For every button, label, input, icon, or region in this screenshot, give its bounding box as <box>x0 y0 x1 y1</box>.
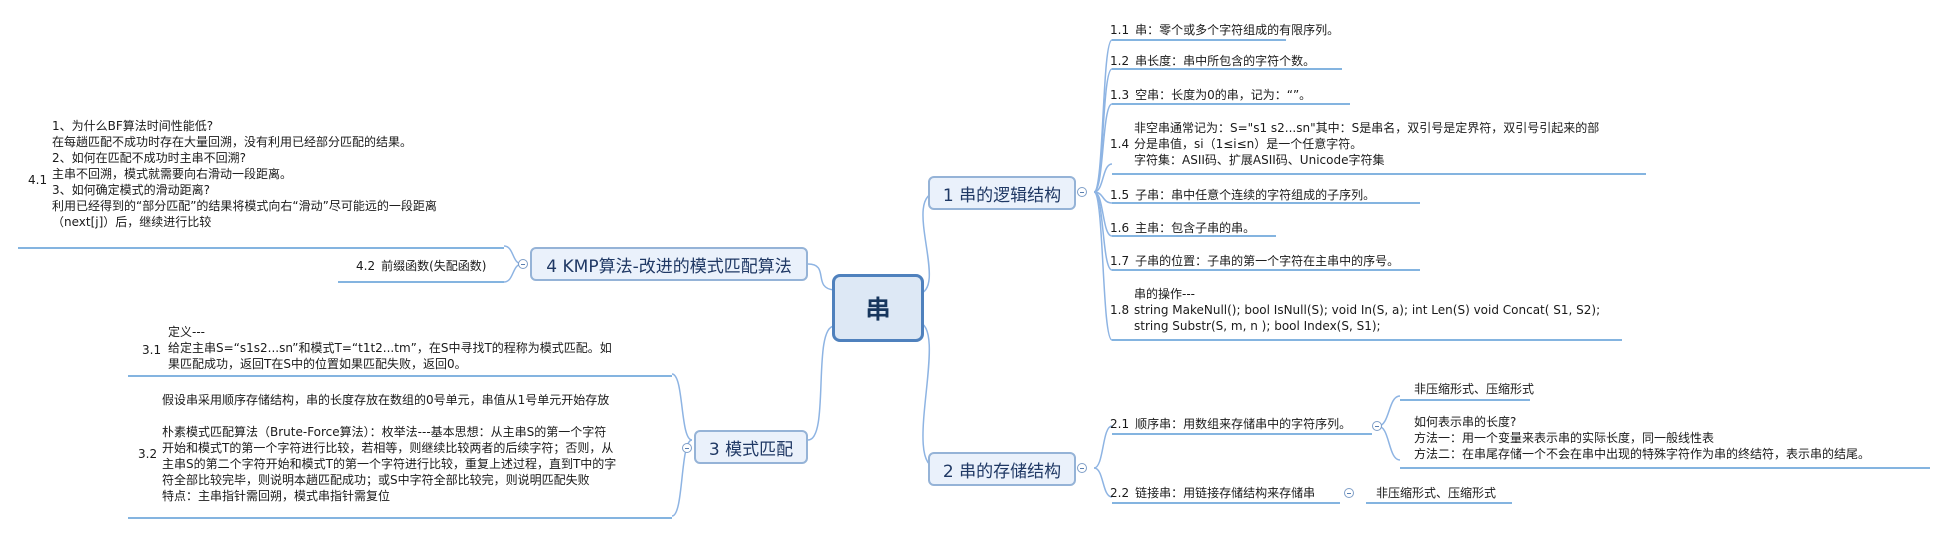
item-text: 子串：串中任意个连续的字符组成的子序列。 <box>1135 188 1376 202</box>
item-number: 2.2 <box>1110 486 1130 500</box>
text-line: 在每趟匹配不成功时存在大量回溯，没有利用已经部分匹配的结果。 <box>52 135 413 149</box>
leaf-1-2[interactable]: 1.2 串长度：串中所包含的字符个数。 <box>1110 53 1315 69</box>
text-line: string Substr(S, m, n ); bool Index(S, S… <box>1134 319 1381 333</box>
branch-title: 3 模式匹配 <box>708 439 794 460</box>
text-line: （next[j]）后，继续进行比较 <box>52 215 212 229</box>
item-number: 1.6 <box>1110 221 1130 235</box>
text-line: 分是串值，si（1≤i≤n）是一个任意字符。 <box>1134 137 1363 151</box>
leaf-4-1[interactable]: 1、为什么BF算法时间性能低? 在每趟匹配不成功时存在大量回溯，没有利用已经部分… <box>52 118 437 230</box>
branch-storage-structure[interactable]: 2 串的存储结构 <box>928 452 1076 486</box>
collapse-toggle-icon[interactable] <box>682 443 692 453</box>
text-line: 串的操作--- <box>1134 287 1195 301</box>
item-number: 4.2 <box>356 259 376 273</box>
item-number: 1.1 <box>1110 23 1130 37</box>
item-text: 前缀函数(失配函数) <box>381 259 487 273</box>
collapse-toggle-icon[interactable] <box>1077 187 1087 197</box>
item-number: 1.7 <box>1110 254 1130 268</box>
text-line: 如何表示串的长度? <box>1414 415 1517 429</box>
text-line: 果匹配成功，返回T在S中的位置如果匹配失败，返回0。 <box>168 357 467 371</box>
branch-logical-structure[interactable]: 1 串的逻辑结构 <box>928 176 1076 210</box>
text-line <box>162 408 616 424</box>
text-line: 2、如何在匹配不成功时主串不回溯? <box>52 151 247 165</box>
item-text: 子串的位置：子串的第一个字符在主串中的序号。 <box>1135 254 1400 268</box>
text-line: 给定主串S=“s1s2...sn”和模式T=“t1t2...tm”，在S中寻找T… <box>168 341 612 355</box>
item-number: 3.2 <box>138 447 158 461</box>
text-line: string MakeNull(); bool IsNull(S); void … <box>1134 303 1601 317</box>
collapse-toggle-icon[interactable] <box>518 259 528 269</box>
leaf-3-1-number: 3.1 <box>142 342 161 358</box>
leaf-1-7[interactable]: 1.7 子串的位置：子串的第一个字符在主串中的序号。 <box>1110 253 1399 269</box>
text-line: 朴素模式匹配算法（Brute-Force算法）：枚举法---基本思想：从主串S的… <box>162 425 607 439</box>
root-label: 串 <box>865 295 891 324</box>
branch-title: 1 串的逻辑结构 <box>942 185 1062 206</box>
leaf-2-2[interactable]: 2.2 链接串：用链接存储结构来存储串 <box>1110 485 1315 501</box>
leaf-1-6[interactable]: 1.6 主串：包含子串的串。 <box>1110 220 1255 236</box>
text-line: 字符集：ASII码、扩展ASII码、Unicode字符集 <box>1134 153 1385 167</box>
text-line: 非压缩形式、压缩形式 <box>1376 486 1497 500</box>
item-number: 2.1 <box>1110 417 1130 431</box>
text-line: 主串不回溯，模式就需要向右滑动一段距离。 <box>52 167 293 181</box>
item-number: 3.1 <box>142 343 162 357</box>
text-line: 开始和模式T的第一个字符进行比较，若相等，则继续比较两者的后续字符；否则，从 <box>162 441 614 455</box>
text-line: 特点：主串指针需回朔，模式串指针需复位 <box>162 489 391 503</box>
text-line: 利用已经得到的“部分匹配”的结果将模式向右“滑动”尽可能远的一段距离 <box>52 199 437 213</box>
item-text: 主串：包含子串的串。 <box>1135 221 1256 235</box>
item-number: 1.8 <box>1110 303 1130 317</box>
collapse-toggle-icon[interactable] <box>1372 421 1382 431</box>
leaf-1-8-number: 1.8 <box>1110 302 1129 318</box>
leaf-1-8[interactable]: 串的操作--- string MakeNull(); bool IsNull(S… <box>1134 286 1600 334</box>
leaf-1-1[interactable]: 1.1 串：零个或多个字符组成的有限序列。 <box>1110 22 1339 38</box>
text-line: 方法一：用一个变量来表示串的实际长度，同一般线性表 <box>1414 431 1715 445</box>
text-line: 假设串采用顺序存储结构，串的长度存放在数组的0号单元，串值从1号单元开始存放 <box>162 393 610 407</box>
leaf-4-2[interactable]: 4.2 前缀函数(失配函数) <box>356 258 486 274</box>
collapse-toggle-icon[interactable] <box>1077 463 1087 473</box>
leaf-3-2[interactable]: 假设串采用顺序存储结构，串的长度存放在数组的0号单元，串值从1号单元开始存放 朴… <box>162 392 616 504</box>
text-line: 主串S的第二个字符开始和模式T的第一个字符进行比较，重复上述过程，直到T中的字 <box>162 457 617 471</box>
branch-kmp-algorithm[interactable]: 4 KMP算法-改进的模式匹配算法 <box>530 247 808 281</box>
text-line: 定义--- <box>168 325 205 339</box>
item-number: 1.5 <box>1110 188 1130 202</box>
root-node[interactable]: 串 <box>832 274 924 342</box>
leaf-2-2-a[interactable]: 非压缩形式、压缩形式 <box>1376 485 1496 501</box>
leaf-2-1[interactable]: 2.1 顺序串：用数组来存储串中的字符序列。 <box>1110 416 1351 432</box>
leaf-3-1[interactable]: 定义--- 给定主串S=“s1s2...sn”和模式T=“t1t2...tm”，… <box>168 324 612 372</box>
text-line: 非压缩形式、压缩形式 <box>1414 382 1535 396</box>
item-number: 1.3 <box>1110 88 1130 102</box>
branch-title: 2 串的存储结构 <box>942 461 1062 482</box>
leaf-1-5[interactable]: 1.5 子串：串中任意个连续的字符组成的子序列。 <box>1110 187 1375 203</box>
leaf-1-3[interactable]: 1.3 空串：长度为0的串，记为：“”。 <box>1110 87 1311 103</box>
text-line: 方法二：在串尾存储一个不会在串中出现的特殊字符作为串的终结符，表示串的结尾。 <box>1414 447 1871 461</box>
leaf-1-4[interactable]: 非空串通常记为：S="s1 s2...sn"其中：S是串名，双引号是定界符，双引… <box>1134 120 1599 168</box>
leaf-2-1-a[interactable]: 非压缩形式、压缩形式 <box>1414 381 1534 397</box>
item-text: 串长度：串中所包含的字符个数。 <box>1135 54 1316 68</box>
leaf-3-2-number: 3.2 <box>138 446 157 462</box>
item-text: 链接串：用链接存储结构来存储串 <box>1135 486 1316 500</box>
text-line: 非空串通常记为：S="s1 s2...sn"其中：S是串名，双引号是定界符，双引… <box>1134 121 1600 135</box>
text-line: 符全部比较完毕，则说明本趟匹配成功；或S中字符全部比较完，则说明匹配失败 <box>162 473 590 487</box>
text-line: 3、如何确定模式的滑动距离? <box>52 183 211 197</box>
item-text: 串：零个或多个字符组成的有限序列。 <box>1135 23 1340 37</box>
leaf-4-1-number: 4.1 <box>28 172 47 188</box>
leaf-1-4-number: 1.4 <box>1110 136 1129 152</box>
branch-pattern-matching[interactable]: 3 模式匹配 <box>694 430 808 464</box>
item-text: 顺序串：用数组来存储串中的字符序列。 <box>1135 417 1352 431</box>
collapse-toggle-icon[interactable] <box>1344 488 1354 498</box>
item-number: 4.1 <box>28 173 48 187</box>
item-number: 1.2 <box>1110 54 1130 68</box>
leaf-2-1-b[interactable]: 如何表示串的长度? 方法一：用一个变量来表示串的实际长度，同一般线性表 方法二：… <box>1414 414 1870 462</box>
branch-title: 4 KMP算法-改进的模式匹配算法 <box>546 256 792 277</box>
item-number: 1.4 <box>1110 137 1130 151</box>
text-line: 1、为什么BF算法时间性能低? <box>52 119 214 133</box>
item-text: 空串：长度为0的串，记为：“”。 <box>1135 88 1312 102</box>
